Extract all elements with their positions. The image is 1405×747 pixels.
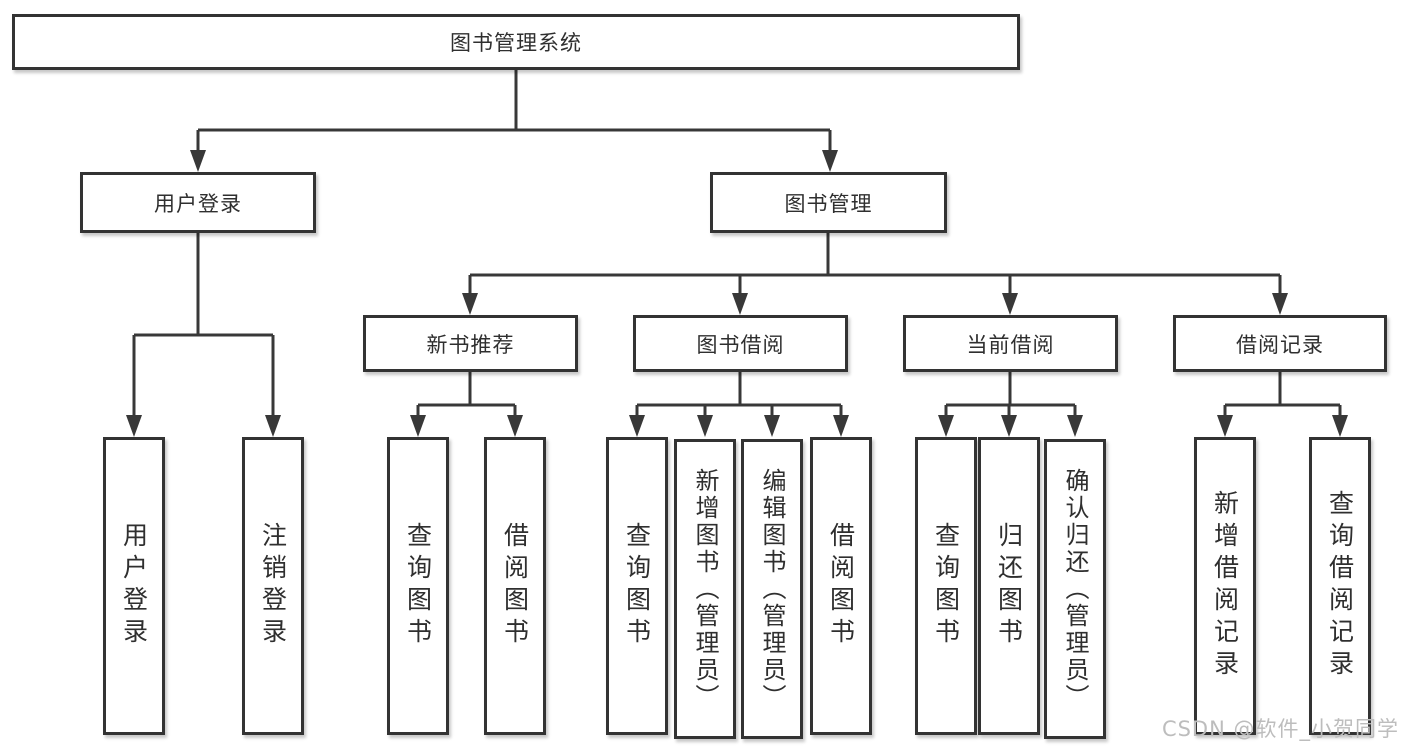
node-new-book-recommend-label: 新书推荐 [426, 332, 515, 357]
leaf-borrow-add-books-admin: 新增图书（管理员） [674, 439, 736, 739]
node-user-login: 用户登录 [80, 172, 316, 233]
leaf-records-query-record-label: 查询借阅记录 [1325, 490, 1355, 682]
node-current-borrowing-label: 当前借阅 [966, 332, 1055, 357]
leaf-current-query-books-label: 查询图书 [931, 522, 961, 650]
leaf-newbook-borrow-books: 借阅图书 [484, 437, 546, 735]
leaf-current-return-books: 归还图书 [978, 437, 1040, 735]
node-book-borrowing: 图书借阅 [633, 315, 848, 372]
watermark-text: CSDN @软件_小贺同学 [1161, 717, 1399, 741]
node-book-borrowing-label: 图书借阅 [696, 332, 785, 357]
leaf-borrow-edit-books-admin-label: 编辑图书（管理员） [758, 467, 786, 711]
leaf-newbook-query-books: 查询图书 [387, 437, 449, 735]
leaf-records-query-record: 查询借阅记录 [1309, 437, 1371, 735]
leaf-current-confirm-return-admin: 确认归还（管理员） [1044, 439, 1106, 739]
node-book-management-label: 图书管理 [784, 191, 873, 216]
node-new-book-recommend: 新书推荐 [363, 315, 578, 372]
node-user-login-label: 用户登录 [154, 191, 242, 216]
leaf-current-return-books-label: 归还图书 [994, 522, 1024, 650]
leaf-borrow-edit-books-admin: 编辑图书（管理员） [741, 439, 803, 739]
leaf-user-login-label: 用户登录 [119, 522, 149, 650]
leaf-newbook-query-books-label: 查询图书 [403, 522, 433, 650]
node-borrowing-records-label: 借阅记录 [1236, 332, 1324, 357]
leaf-borrow-query-books: 查询图书 [606, 437, 668, 735]
node-root: 图书管理系统 [12, 14, 1020, 70]
leaf-borrow-borrow-books: 借阅图书 [810, 437, 872, 735]
leaf-records-add-record-label: 新增借阅记录 [1210, 490, 1240, 682]
node-current-borrowing: 当前借阅 [903, 315, 1118, 372]
leaf-records-add-record: 新增借阅记录 [1194, 437, 1256, 735]
leaf-logout-label: 注销登录 [258, 522, 288, 650]
leaf-current-query-books: 查询图书 [915, 437, 977, 735]
leaf-logout: 注销登录 [242, 437, 304, 735]
node-borrowing-records: 借阅记录 [1173, 315, 1387, 372]
leaf-current-confirm-return-admin-label: 确认归还（管理员） [1061, 467, 1089, 711]
leaf-borrow-borrow-books-label: 借阅图书 [826, 522, 856, 650]
leaf-borrow-add-books-admin-label: 新增图书（管理员） [691, 467, 719, 711]
node-book-management: 图书管理 [710, 172, 947, 233]
node-root-label: 图书管理系统 [450, 31, 582, 55]
leaf-user-login: 用户登录 [103, 437, 165, 735]
leaf-newbook-borrow-books-label: 借阅图书 [500, 522, 530, 650]
leaf-borrow-query-books-label: 查询图书 [622, 522, 652, 650]
